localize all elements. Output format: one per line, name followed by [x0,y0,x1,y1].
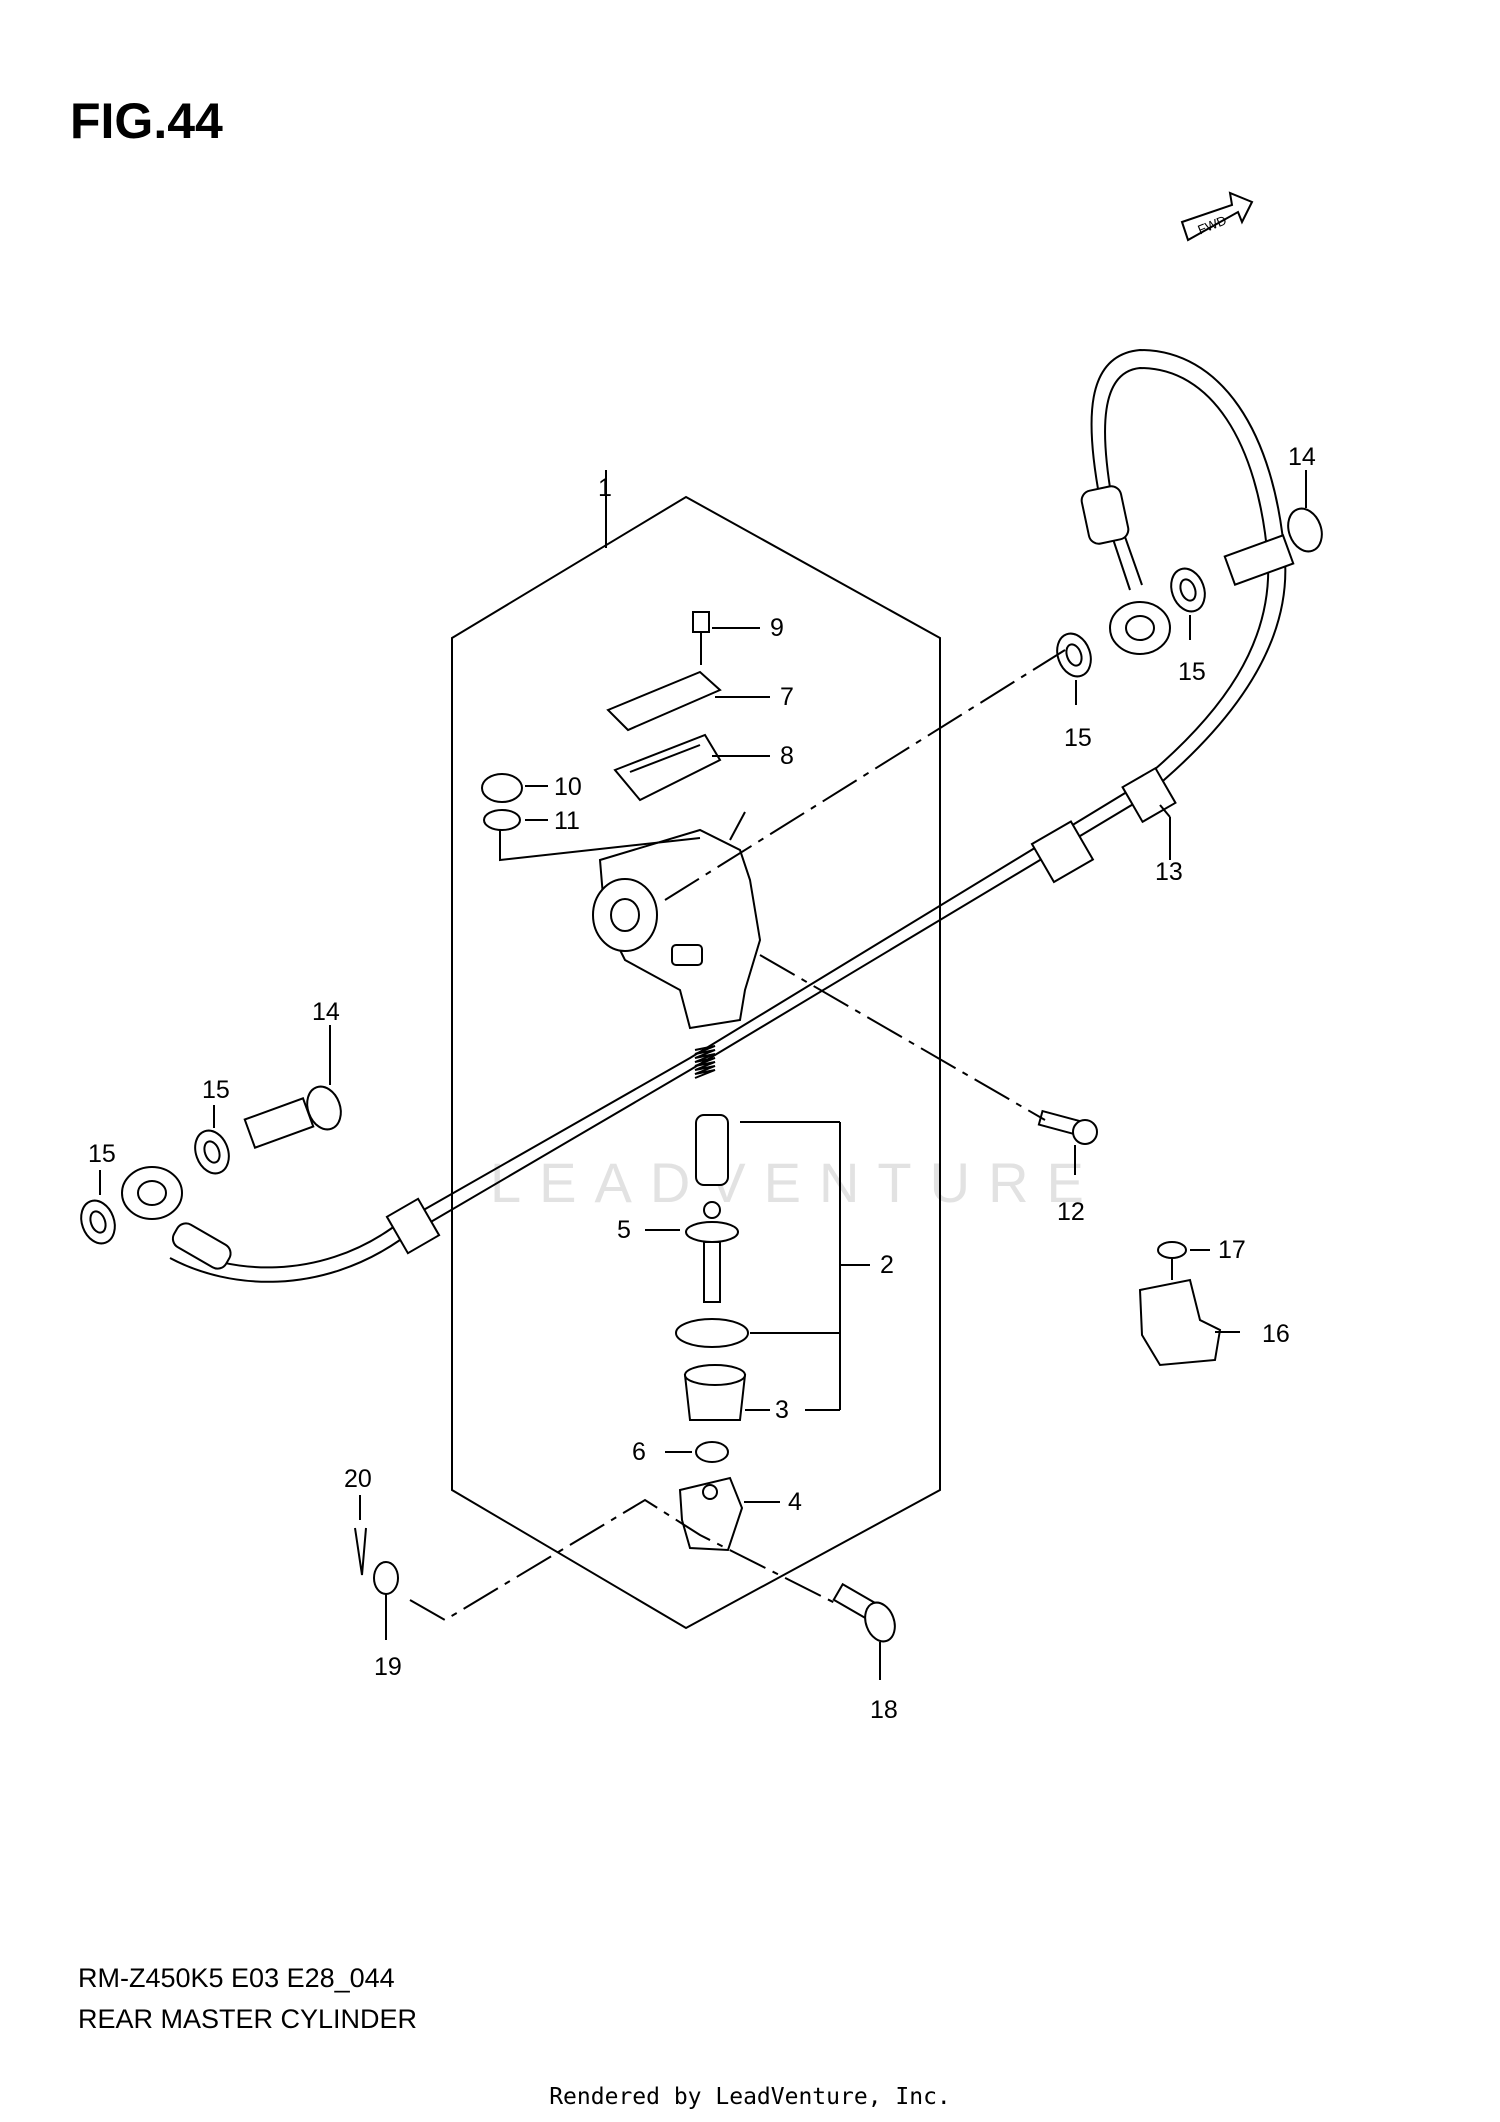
render-credit: Rendered by LeadVenture, Inc. [549,2084,951,2110]
centerline-hose-left [664,649,1066,901]
lock-nut [665,1441,729,1463]
diaphragm-plate [613,733,770,802]
forward-arrow-icon: FWD [1180,191,1254,242]
callout-7: 7 [780,683,794,711]
callout-10: 10 [554,773,582,801]
reservoir-cap [606,670,770,732]
banjo-fitting-left [121,1166,183,1220]
union-bolt-right [1223,470,1323,586]
callout-15-left-outer: 15 [88,1140,116,1168]
hose-clamp [1138,1278,1240,1367]
centerline-bolt [759,954,1046,1121]
callout-15-right-outer: 15 [1178,658,1206,686]
callout-14-left: 14 [312,998,340,1026]
callout-9: 9 [770,614,784,642]
callout-1: 1 [598,474,612,502]
mounting-bolt [1037,1109,1098,1175]
callout-11: 11 [554,807,580,835]
rod-clevis [678,1476,780,1552]
callout-4: 4 [788,1488,802,1516]
callout-14-right: 14 [1288,443,1316,471]
callout-2: 2 [880,1251,894,1279]
callout-13: 13 [1155,858,1183,886]
piston-boot [683,1364,840,1421]
cap-screw [692,611,760,665]
callout-12: 12 [1057,1198,1085,1226]
callout-17: 17 [1218,1236,1246,1264]
callout-6: 6 [632,1438,646,1466]
union-bolt-left [243,1025,342,1149]
figure-title: FIG.44 [70,93,223,149]
callout-5: 5 [617,1216,631,1244]
cotter-pin [354,1495,367,1576]
washer-right-outer [1170,567,1206,640]
callout-15-left-inner: 15 [202,1076,230,1104]
push-rod [645,1201,739,1303]
inlet-cap [481,773,548,803]
callout-19: 19 [374,1653,402,1681]
washer-left-inner [194,1105,230,1175]
watermark-text: LEADVENTURE [490,1151,1102,1214]
model-code: RM-Z450K5 E03 E28_044 [78,1963,395,1993]
pin-washer [373,1561,399,1640]
master-cylinder-body [592,811,762,1030]
clamp-screw [1157,1241,1210,1280]
circlip-ring [483,809,701,862]
figure-description: REAR MASTER CYLINDER [78,2004,418,2034]
banjo-fitting-right [1109,601,1171,655]
callout-15-right-inner: 15 [1064,724,1092,752]
centerline-pin [409,1498,836,1622]
snap-ring [675,1318,840,1348]
callout-16: 16 [1262,1320,1290,1348]
clevis-pin [832,1582,896,1680]
callout-20: 20 [344,1465,372,1493]
callout-8: 8 [780,742,794,770]
callout-18: 18 [870,1696,898,1724]
washer-left-outer [80,1170,116,1245]
kit-boundary [451,495,941,1630]
callout-3: 3 [775,1396,789,1424]
washer-right-inner [1056,632,1092,705]
